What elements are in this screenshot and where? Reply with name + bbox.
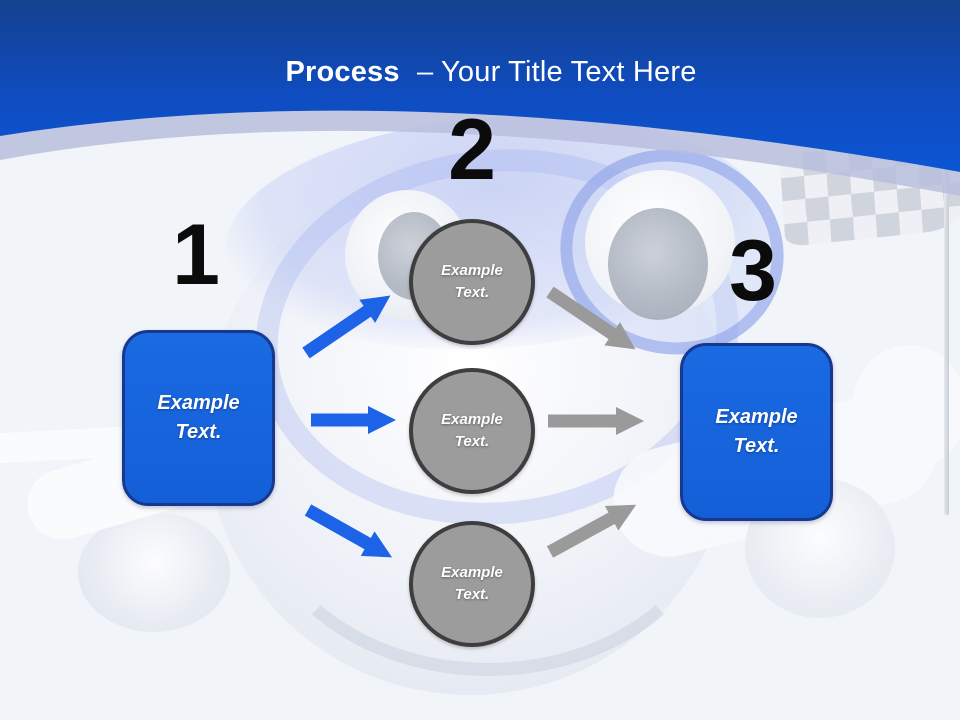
circle-1-label: Example Text. [441, 261, 503, 302]
header-banner [0, 0, 960, 196]
step-number-1[interactable]: 1 [172, 207, 220, 303]
slide-title[interactable]: Process – Your Title Text Here [0, 56, 960, 89]
arrow-gray-bottom[interactable] [546, 504, 637, 558]
flag-pole [944, 165, 949, 515]
process-step-circle-3[interactable]: Example Text. [409, 521, 535, 647]
process-start-box[interactable]: Example Text. [122, 330, 275, 506]
process-step-circle-1[interactable]: Example Text. [409, 219, 535, 345]
title-subtitle: – Your Title Text Here [416, 56, 697, 88]
step-number-3[interactable]: 3 [729, 223, 777, 319]
process-step-circle-2[interactable]: Example Text. [409, 368, 535, 494]
start-box-label: Example Text. [157, 392, 240, 443]
circle-2-label: Example Text. [441, 410, 503, 451]
circle-3-label: Example Text. [441, 563, 503, 604]
header-blue-curve [0, 0, 960, 172]
process-end-box[interactable]: Example Text. [680, 343, 833, 521]
arrow-blue-top[interactable] [302, 295, 391, 359]
title-keyword: Process [285, 56, 400, 88]
character-right-pupil [608, 208, 708, 320]
arrow-blue-bottom[interactable] [304, 504, 393, 558]
character-right-hand [852, 345, 960, 470]
step-number-2[interactable]: 2 [448, 102, 496, 198]
end-box-label: Example Text. [715, 406, 798, 457]
arrow-gray-top[interactable] [546, 286, 636, 350]
character-left-engine [78, 512, 230, 632]
